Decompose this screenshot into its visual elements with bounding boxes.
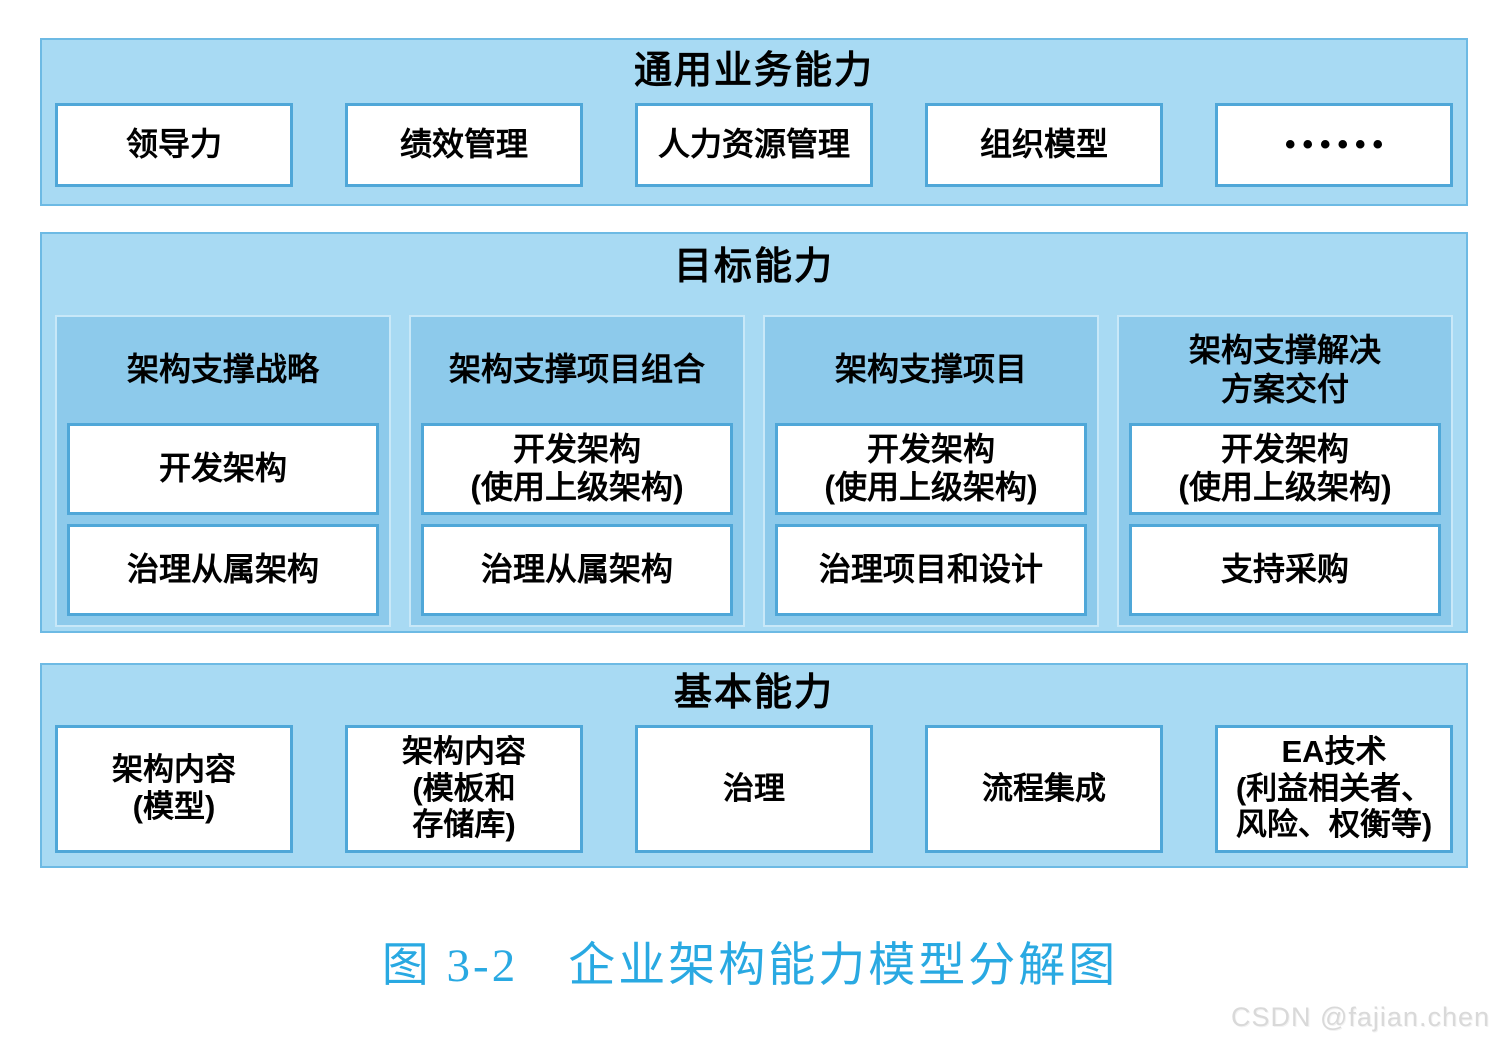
box-develop-architecture-use-parent: 开发架构 (使用上级架构) xyxy=(1129,423,1441,515)
column-architecture-supports-solution-delivery: 架构支撑解决 方案交付 开发架构 (使用上级架构) 支持采购 xyxy=(1117,315,1453,627)
section-title-general: 通用业务能力 xyxy=(633,50,874,92)
column-header: 架构支撑项目 xyxy=(834,351,1027,388)
column-header: 架构支撑战略 xyxy=(126,351,319,388)
box-hr-management: 人力资源管理 xyxy=(635,103,873,187)
box-govern-project-and-design: 治理项目和设计 xyxy=(775,524,1087,616)
box-ea-technology: EA技术 (利益相关者、 风险、权衡等) xyxy=(1215,725,1453,853)
box-governance: 治理 xyxy=(635,725,873,853)
target-capability-columns: 架构支撑战略 开发架构 治理从属架构 架构支撑项目组合 开发架构 (使用上级架构… xyxy=(42,315,1466,627)
box-organization-model: 组织模型 xyxy=(925,103,1163,187)
section-general-business-capabilities: 通用业务能力 领导力 绩效管理 人力资源管理 组织模型 •••••• xyxy=(40,38,1468,206)
general-capability-row: 领导力 绩效管理 人力资源管理 组织模型 •••••• xyxy=(42,103,1466,187)
box-architecture-content-model: 架构内容 (模型) xyxy=(55,725,293,853)
box-performance-management: 绩效管理 xyxy=(345,103,583,187)
section-title-target: 目标能力 xyxy=(673,246,834,288)
box-govern-subordinate-architecture: 治理从属架构 xyxy=(67,524,379,616)
watermark: CSDN @fajian.chen xyxy=(1230,1002,1490,1032)
box-govern-subordinate-architecture: 治理从属架构 xyxy=(421,524,733,616)
box-support-procurement: 支持采购 xyxy=(1129,524,1441,616)
section-basic-capabilities: 基本能力 架构内容 (模型) 架构内容 (模板和 存储库) 治理 流程集成 EA… xyxy=(40,663,1468,868)
column-header: 架构支撑项目组合 xyxy=(448,351,705,388)
box-develop-architecture-use-parent: 开发架构 (使用上级架构) xyxy=(421,423,733,515)
box-ellipsis: •••••• xyxy=(1215,103,1453,187)
column-header: 架构支撑解决 方案交付 xyxy=(1188,331,1381,407)
section-target-capabilities: 目标能力 架构支撑战略 开发架构 治理从属架构 架构支撑项目组合 开发架构 (使… xyxy=(40,232,1468,633)
box-leadership: 领导力 xyxy=(55,103,293,187)
box-develop-architecture: 开发架构 xyxy=(67,423,379,515)
box-process-integration: 流程集成 xyxy=(925,725,1163,853)
box-architecture-content-templates-repository: 架构内容 (模板和 存储库) xyxy=(345,725,583,853)
section-title-basic: 基本能力 xyxy=(673,672,834,714)
basic-capability-row: 架构内容 (模型) 架构内容 (模板和 存储库) 治理 流程集成 EA技术 (利… xyxy=(42,725,1466,853)
column-architecture-supports-strategy: 架构支撑战略 开发架构 治理从属架构 xyxy=(55,315,391,627)
column-architecture-supports-portfolio: 架构支撑项目组合 开发架构 (使用上级架构) 治理从属架构 xyxy=(409,315,745,627)
box-develop-architecture-use-parent: 开发架构 (使用上级架构) xyxy=(775,423,1087,515)
figure-caption: 图 3-2 企业架构能力模型分解图 xyxy=(381,940,1119,992)
column-architecture-supports-project: 架构支撑项目 开发架构 (使用上级架构) 治理项目和设计 xyxy=(763,315,1099,627)
